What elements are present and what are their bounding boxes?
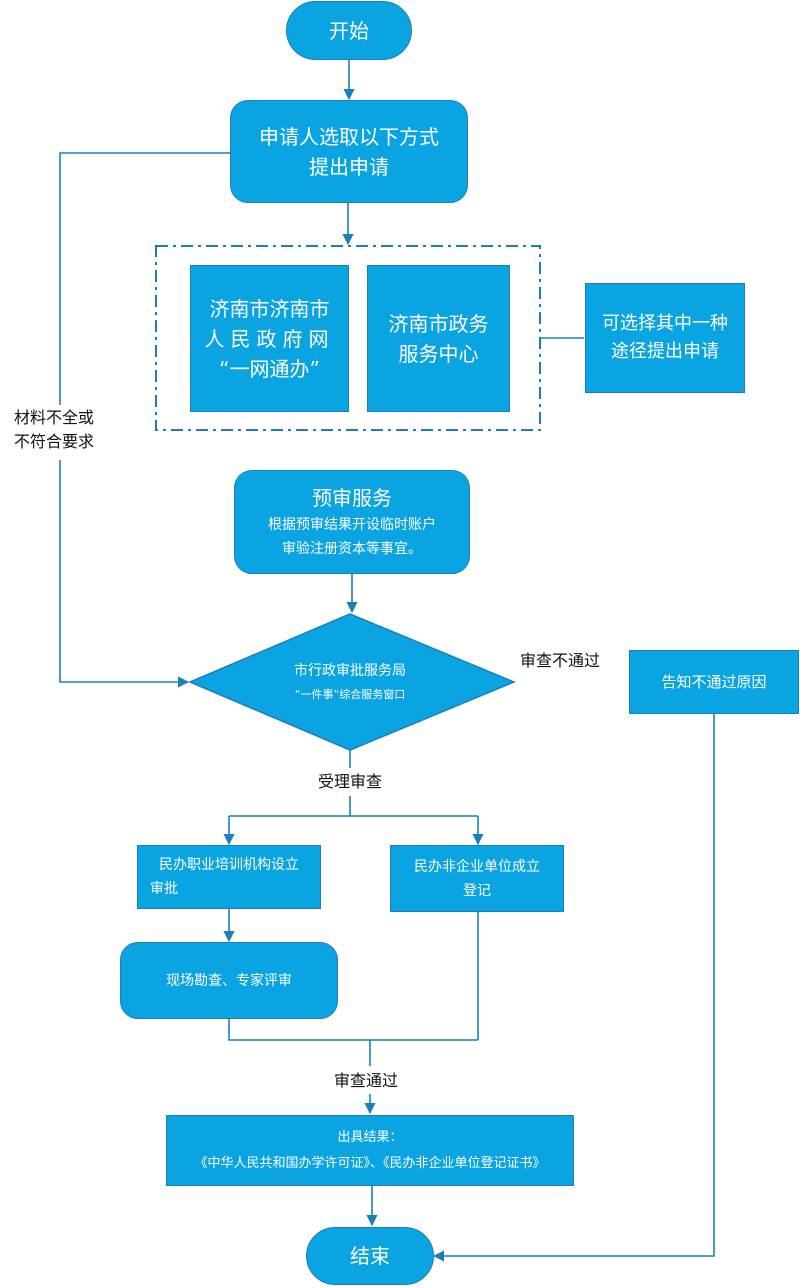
online-line-3: “一网通办” (219, 356, 320, 381)
result-line-2: 《中华人民共和国办学许可证》、《民办非企业单位登记证书》 (194, 1155, 546, 1171)
training-line-1: 民办职业培训机构设立 (159, 857, 299, 873)
service-center-node: 济南市政务 服务中心 (367, 265, 510, 412)
end-node: 结束 (306, 1227, 434, 1285)
choose-node: 可选择其中一种 途径提出申请 (585, 283, 745, 393)
apply-node: 申请人选取以下方式 提出申请 (230, 100, 468, 203)
arrow-incomplete-loop (59, 152, 230, 405)
prereview-title: 预审服务 (312, 486, 392, 510)
label-accept: 受理审查 (318, 772, 383, 791)
nonprofit-line-1: 民办非企业单位成立 (414, 858, 540, 875)
label-rejected: 审查不通过 (520, 651, 601, 670)
label-incomplete: 材料不全或 不符合要求 (14, 406, 95, 454)
prereview-line-2: 审验注册资本等事宜。 (282, 541, 422, 557)
inspection-label: 现场勘查、专家评审 (166, 972, 292, 989)
arrow-notify-to-end (432, 714, 715, 1262)
online-line-1: 济南市济南市 (209, 296, 330, 321)
arrow-incomplete-loop-return (59, 460, 190, 688)
online-line-2: 人民政府网 (204, 326, 335, 351)
connector-inspect-merge (228, 1019, 478, 1041)
apply-line-2: 提出申请 (309, 154, 389, 179)
notify-label: 告知不通过原因 (661, 673, 767, 691)
result-line-1: 出具结果： (337, 1129, 403, 1145)
choose-line-1: 可选择其中一种 (602, 313, 728, 334)
center-line-2: 服务中心 (398, 341, 479, 366)
choose-line-2: 途径提出申请 (611, 341, 719, 362)
nonprofit-line-2: 登记 (463, 882, 491, 899)
start-label: 开始 (329, 18, 369, 43)
nonprofit-registration-node: 民办非企业单位成立 登记 (390, 845, 564, 912)
end-label: 结束 (350, 1244, 390, 1268)
label-passed: 审查通过 (334, 1071, 399, 1090)
notify-node: 告知不通过原因 (629, 650, 799, 714)
bureau-line-2: “一件事”综合服务窗口 (294, 688, 406, 701)
label-incomplete-line-2: 不符合要求 (14, 432, 95, 451)
result-node: 出具结果： 《中华人民共和国办学许可证》、《民办非企业单位登记证书》 (166, 1115, 574, 1186)
bureau-line-1: 市行政审批服务局 (294, 663, 406, 679)
apply-line-1: 申请人选取以下方式 (259, 124, 439, 149)
inspection-node: 现场勘查、专家评审 (120, 942, 338, 1019)
label-incomplete-line-1: 材料不全或 (14, 408, 95, 427)
center-line-1: 济南市政务 (388, 311, 489, 336)
start-node: 开始 (286, 1, 412, 60)
prereview-line-1: 根据预审结果开设临时账户 (268, 517, 436, 533)
training-line-2: 审批 (150, 881, 178, 897)
training-approval-node: 民办职业培训机构设立 审批 (137, 845, 321, 909)
online-portal-node: 济南市济南市 人民政府网 “一网通办” (190, 265, 349, 412)
bureau-text: 市行政审批服务局 “一件事”综合服务窗口 (230, 652, 470, 712)
prereview-node: 预审服务 根据预审结果开设临时账户 审验注册资本等事宜。 (234, 470, 470, 574)
